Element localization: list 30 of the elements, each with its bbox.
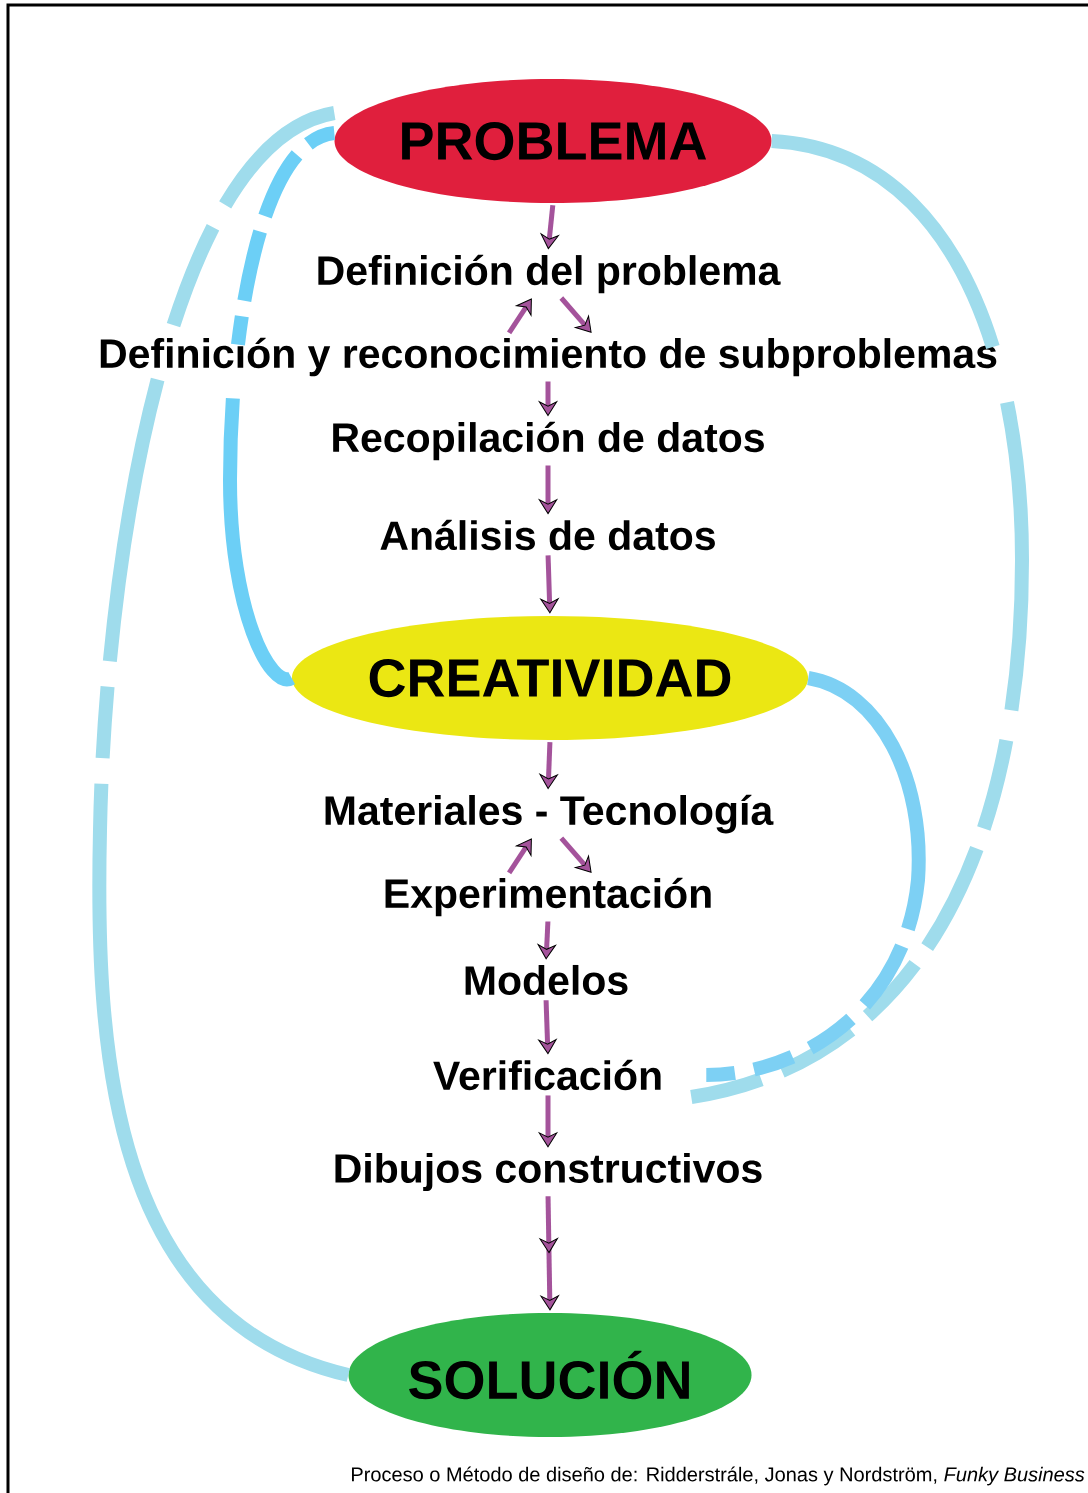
step-text: Recopilación de datos [333,421,764,461]
arrow [538,1000,557,1055]
step-text: Análisis de datos [380,519,715,551]
arrow [538,1095,558,1148]
arrow [537,921,556,960]
feedback-curve [223,126,337,686]
step-text: Definición del problema [318,254,781,294]
step-text: Materiales - Tecnología [325,794,774,834]
ellipse-node: SOLUCIÓN [348,1313,752,1437]
caption: Proceso o Método de diseño de: Ridderstrále, Jonas y Nordström, Funky Business [352,1466,1085,1486]
arrow [540,204,559,250]
arrow [538,465,558,515]
arrow [539,742,558,789]
arrow [559,836,592,873]
feedback-curve [705,671,926,1082]
arrow [507,838,532,875]
ellipse-node: CREATIVIDAD [291,616,809,740]
arrow [539,1196,559,1311]
arrow [540,555,559,614]
feedback-curve [92,106,351,1382]
step-text: Definición y reconocimiento de subproblemas [100,337,997,377]
arrow [559,296,592,333]
step-text: Modelos [465,964,628,996]
step-text: Verificación [433,1059,661,1091]
feedback-curve [689,134,1029,1104]
step-text: Dibujos constructivos [335,1152,762,1192]
step-text: Experimentación [385,877,711,917]
arrow [507,298,532,335]
arrow [538,381,558,417]
ellipse-node: PROBLEMA [334,79,772,203]
